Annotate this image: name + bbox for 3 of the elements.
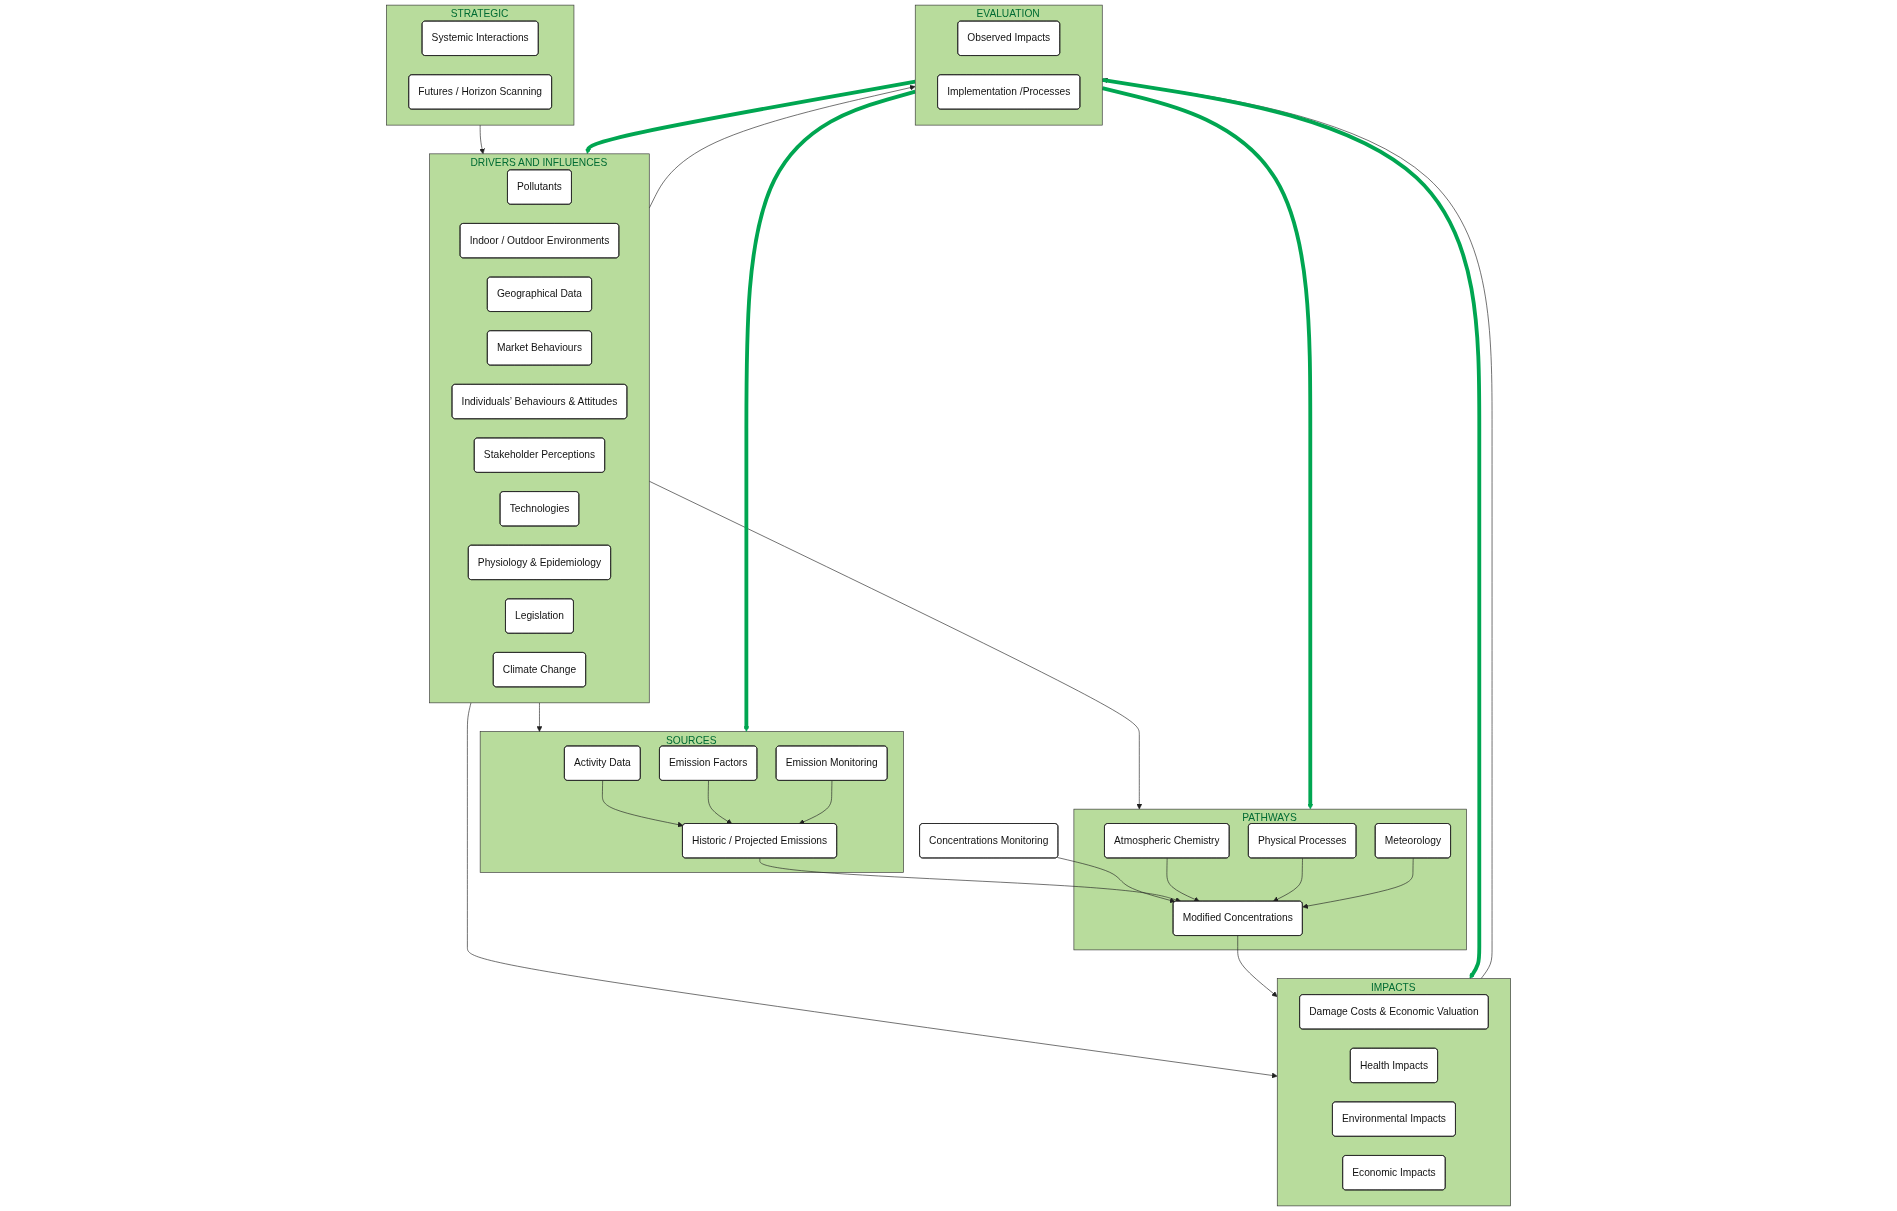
arrow	[743, 89, 916, 732]
arrow	[1101, 86, 1314, 810]
arrow	[585, 79, 916, 155]
